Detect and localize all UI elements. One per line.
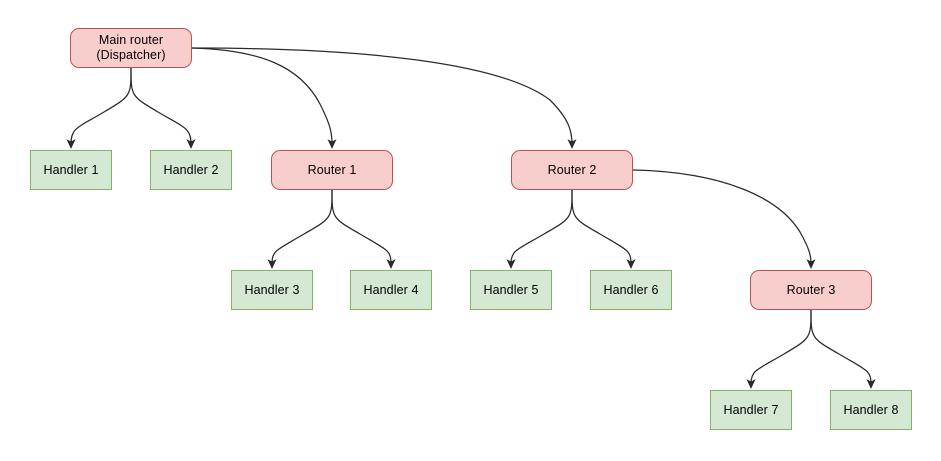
edge-main-router1 [191, 47, 337, 150]
node-label: Handler 6 [603, 282, 659, 297]
edge-router3-handler7 [746, 309, 812, 389]
edge-router2-handler6 [571, 189, 636, 270]
node-handler-5[interactable]: Handler 5 [470, 270, 552, 310]
node-label: Main router (Dispatcher) [96, 33, 166, 62]
edge-main-handler1 [66, 67, 132, 149]
edge-router1-handler3 [267, 189, 333, 269]
node-label: Handler 5 [483, 282, 539, 297]
node-router-2[interactable]: Router 2 [511, 150, 633, 190]
node-label: Handler 1 [43, 162, 99, 177]
edge-main-handler2 [130, 67, 196, 149]
node-label: Handler 8 [843, 402, 899, 417]
node-label: Handler 7 [723, 402, 779, 417]
edge-router2-router3 [632, 169, 816, 270]
node-handler-7[interactable]: Handler 7 [710, 390, 792, 430]
node-label: Handler 4 [363, 282, 419, 297]
node-handler-3[interactable]: Handler 3 [231, 270, 313, 310]
node-label: Router 2 [547, 162, 597, 177]
edge-router3-handler8 [810, 309, 876, 389]
node-label: Handler 2 [163, 162, 219, 177]
node-handler-8[interactable]: Handler 8 [830, 390, 912, 430]
node-router-1[interactable]: Router 1 [271, 150, 393, 190]
edge-router1-handler4 [331, 189, 396, 270]
node-label: Handler 3 [244, 282, 300, 297]
node-handler-2[interactable]: Handler 2 [150, 150, 232, 190]
edge-router2-handler5 [506, 189, 573, 269]
node-router-3[interactable]: Router 3 [750, 270, 872, 310]
node-label: Router 3 [786, 282, 836, 297]
node-handler-6[interactable]: Handler 6 [590, 270, 672, 310]
node-handler-4[interactable]: Handler 4 [350, 270, 432, 310]
edge-main-router2 [191, 47, 577, 150]
node-label: Router 1 [307, 162, 357, 177]
node-main-router[interactable]: Main router (Dispatcher) [70, 28, 192, 68]
node-handler-1[interactable]: Handler 1 [30, 150, 112, 190]
